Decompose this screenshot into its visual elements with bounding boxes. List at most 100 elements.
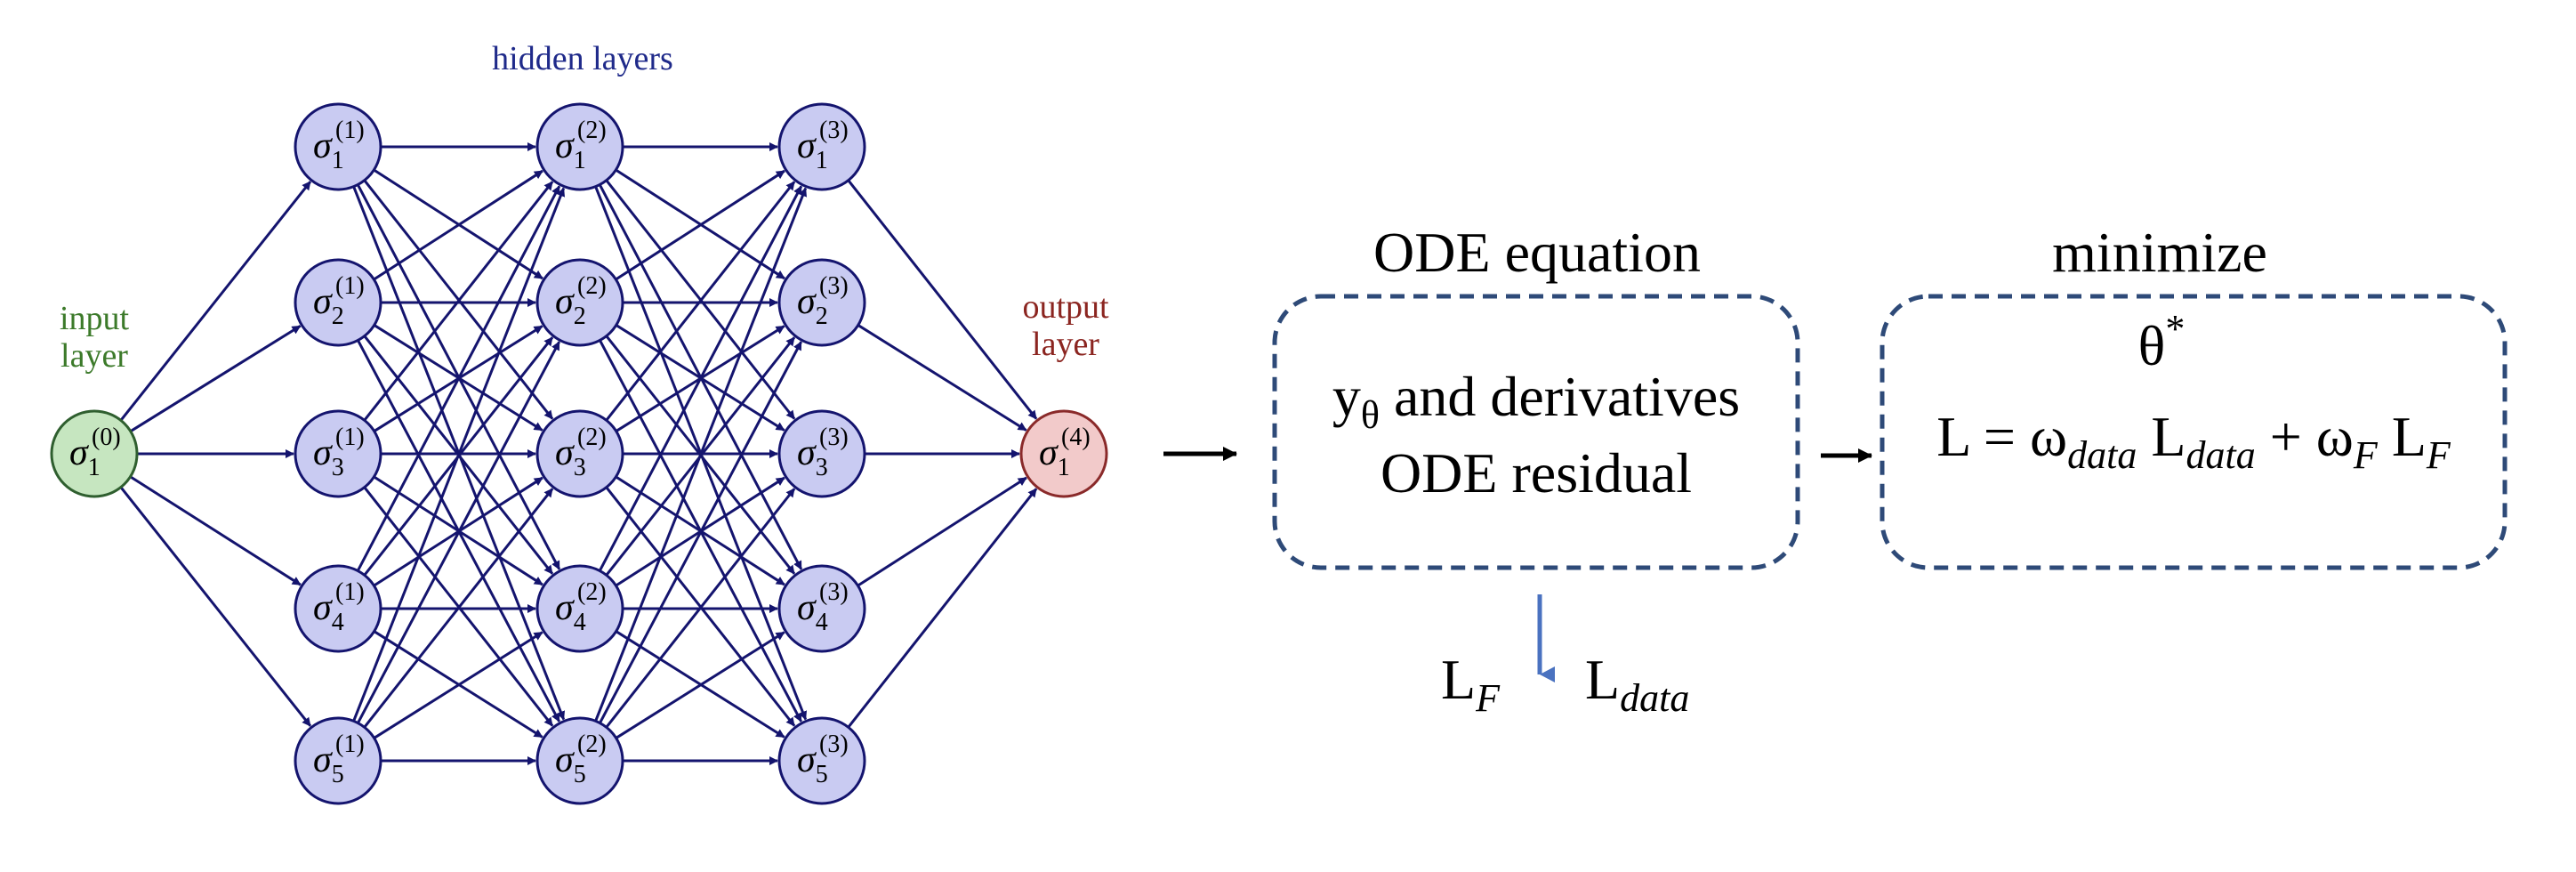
hidden-node-superscript: (1) — [335, 117, 365, 144]
hidden-node-circle — [777, 409, 866, 498]
edge-l2n5-to-l3n3 — [605, 488, 796, 729]
ode-equation-panel: ODE equation yθ and derivatives ODE resi… — [1272, 221, 1800, 570]
ode-box-line1: yθ and derivatives — [1332, 365, 1740, 437]
edge-l1n5-to-l2n1 — [352, 187, 566, 722]
hidden-node-l3-n5: σ5(3) — [777, 716, 866, 805]
edge-l2n5-to-l3n1 — [594, 187, 808, 722]
hidden-node-circle — [535, 102, 624, 191]
input-node-l0-n1: σ1(0) — [50, 409, 139, 498]
edge-l1n5-to-l2n2 — [357, 341, 560, 724]
hidden-node-l2-n3: σ3(2) — [535, 409, 624, 498]
edge-l0n1-to-l1n1 — [119, 181, 312, 422]
edge-l1n2-to-l2n1 — [373, 169, 543, 281]
hidden-node-superscript: (2) — [577, 424, 607, 451]
input-layer-label-line2: layer — [60, 337, 128, 375]
edge-l1n3-to-l2n1 — [363, 181, 554, 422]
loss-equation: L = ωdata Ldata + ωF LF — [1936, 405, 2451, 477]
hidden-node-circle — [294, 564, 382, 653]
minimize-panel: minimize θ* L = ωdata Ldata + ωF LF — [1880, 221, 2508, 570]
hidden-node-label: σ4 — [313, 587, 344, 636]
input-node-circle — [50, 409, 139, 498]
theta-subscript: θ — [1361, 393, 1380, 437]
hidden-node-circle — [535, 716, 624, 805]
y-theta: y — [1332, 365, 1361, 428]
output-node-label: σ1 — [1039, 432, 1070, 481]
input-node-label: σ1 — [69, 432, 101, 481]
hidden-node-l2-n2: σ2(2) — [535, 258, 624, 347]
edge-l3n5-to-l4n1 — [847, 488, 1038, 729]
ldata-label: Ldata — [1585, 648, 1689, 720]
derivatives-text: and derivatives — [1380, 365, 1740, 428]
edge-l0n1-to-l1n5 — [119, 486, 312, 727]
edge-l2n5-to-l3n4 — [615, 631, 785, 739]
output-node-circle — [1019, 409, 1108, 498]
hidden-node-label: σ2 — [313, 281, 344, 330]
minimize-box — [1880, 294, 2508, 570]
hidden-node-circle — [294, 409, 382, 498]
hidden-node-superscript: (2) — [577, 272, 607, 300]
ode-box-line2: ODE residual — [1381, 441, 1692, 505]
edge-l3n2-to-l4n1 — [857, 324, 1027, 432]
hidden-node-superscript: (1) — [335, 578, 365, 606]
hidden-node-circle — [535, 258, 624, 347]
hidden-node-label: σ5 — [313, 739, 344, 788]
hidden-node-label: σ3 — [313, 432, 344, 481]
hidden-node-label: σ4 — [797, 587, 828, 636]
hidden-node-superscript: (3) — [819, 117, 849, 144]
hidden-node-circle — [294, 102, 382, 191]
output-node-superscript: (4) — [1061, 424, 1091, 451]
theta-star: θ* — [2138, 307, 2186, 377]
hidden-node-circle — [294, 258, 382, 347]
hidden-node-label: σ3 — [555, 432, 586, 481]
output-layer-label-line2: layer — [1032, 326, 1099, 363]
hidden-node-l3-n2: σ2(3) — [777, 258, 866, 347]
hidden-node-l2-n1: σ1(2) — [535, 102, 624, 191]
edge-l1n5-to-l2n3 — [363, 488, 554, 729]
hidden-node-superscript: (2) — [577, 578, 607, 606]
edge-l2n4-to-l3n1 — [598, 185, 803, 572]
hidden-node-circle — [777, 716, 866, 805]
hidden-node-superscript: (1) — [335, 731, 365, 758]
hidden-node-l3-n1: σ1(3) — [777, 102, 866, 191]
hidden-node-circle — [777, 564, 866, 653]
hidden-node-label: σ2 — [555, 281, 586, 330]
hidden-node-label: σ3 — [797, 432, 828, 481]
network-nodes: σ1(0)σ1(1)σ2(1)σ3(1)σ4(1)σ5(1)σ1(2)σ2(2)… — [50, 102, 1108, 805]
hidden-node-l1-n1: σ1(1) — [294, 102, 382, 191]
hidden-node-l1-n3: σ3(1) — [294, 409, 382, 498]
hidden-node-superscript: (2) — [577, 117, 607, 144]
hidden-node-superscript: (2) — [577, 731, 607, 758]
lf-label: LF — [1441, 648, 1501, 720]
hidden-node-superscript: (3) — [819, 731, 849, 758]
edge-l3n4-to-l4n1 — [857, 476, 1027, 587]
hidden-node-circle — [535, 564, 624, 653]
output-node-l4-n1: σ1(4) — [1019, 409, 1108, 498]
ode-box-title: ODE equation — [1373, 221, 1701, 284]
edge-l3n1-to-l4n1 — [847, 179, 1038, 420]
hidden-node-label: σ1 — [555, 125, 586, 174]
hidden-node-circle — [535, 409, 624, 498]
hidden-node-l3-n4: σ4(3) — [777, 564, 866, 653]
edge-l2n3-to-l3n1 — [605, 181, 796, 422]
hidden-node-label: σ5 — [797, 739, 828, 788]
hidden-node-l1-n2: σ2(1) — [294, 258, 382, 347]
ode-box — [1272, 294, 1800, 570]
hidden-layers-label: hidden layers — [492, 40, 673, 77]
hidden-node-label: σ4 — [555, 587, 586, 636]
edge-l0n1-to-l1n4 — [129, 475, 302, 586]
hidden-node-label: σ1 — [797, 125, 828, 174]
hidden-node-superscript: (1) — [335, 424, 365, 451]
hidden-node-l2-n4: σ4(2) — [535, 564, 624, 653]
hidden-node-circle — [294, 716, 382, 805]
hidden-node-circle — [777, 102, 866, 191]
input-node-superscript: (0) — [92, 424, 121, 451]
edge-l2n2-to-l3n1 — [615, 169, 785, 281]
hidden-node-l1-n5: σ5(1) — [294, 716, 382, 805]
edge-l1n5-to-l2n4 — [373, 631, 543, 739]
hidden-node-label: σ2 — [797, 281, 828, 330]
output-layer-label-line1: output — [1022, 288, 1109, 326]
hidden-node-circle — [777, 258, 866, 347]
hidden-node-superscript: (3) — [819, 578, 849, 606]
hidden-node-l2-n5: σ5(2) — [535, 716, 624, 805]
